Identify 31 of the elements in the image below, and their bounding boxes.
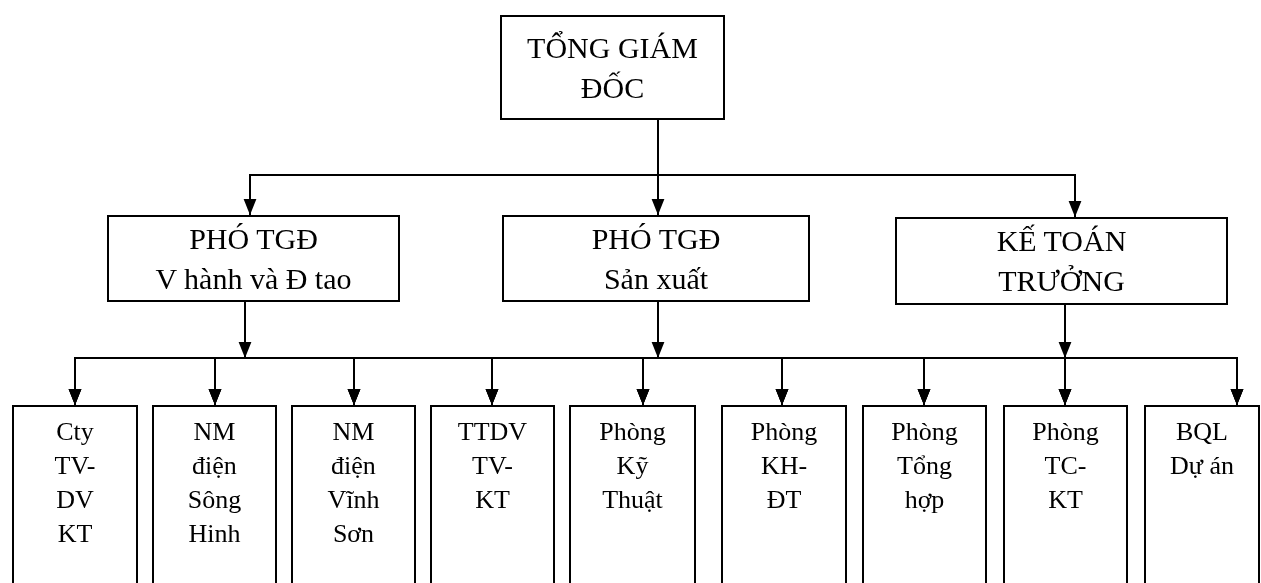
unit-box <box>1144 405 1260 583</box>
box-label: PHÓ TGĐ <box>189 220 318 257</box>
box-label: Sản xuất <box>603 260 709 297</box>
box-label: NM điện Sông Hinh <box>186 416 243 550</box>
box-label: Phòng TC-KT <box>1031 416 1100 516</box>
box-label: TỔNG GIÁM ĐỐC <box>526 29 699 106</box>
unit-box <box>721 405 847 583</box>
box-label: Cty TV-DV KT <box>53 416 97 550</box>
box-label: Phòng Kỹ Thuật <box>598 416 667 516</box>
unit-box <box>862 405 987 583</box>
arrow <box>651 301 665 359</box>
top-box <box>500 15 725 120</box>
box-label: PHÓ TGĐ <box>591 220 721 257</box>
unit-box <box>430 405 555 583</box>
department-head-box <box>895 217 1228 305</box>
box-label: NM điện Vĩnh Sơn <box>326 416 381 550</box>
unit-box <box>12 405 138 583</box>
arrow <box>1058 304 1072 359</box>
department-head-box <box>502 215 810 302</box>
box-label: KẾ TOÁN TRƯỞNG <box>995 223 1128 299</box>
department-head-box <box>107 215 400 302</box>
arrow <box>238 301 252 359</box>
unit-box <box>1003 405 1128 583</box>
box-label: TTDV TV-KT <box>456 416 529 516</box>
unit-box <box>152 405 277 583</box>
box-label: Phòng KH-ĐT <box>749 416 819 516</box>
unit-box <box>291 405 416 583</box>
box-label: Phòng Tổng hợp <box>890 416 959 516</box>
box-label: BQL Dự án <box>1169 416 1235 482</box>
unit-box <box>569 405 696 583</box>
box-label: V hành và Đ tao <box>155 260 352 297</box>
